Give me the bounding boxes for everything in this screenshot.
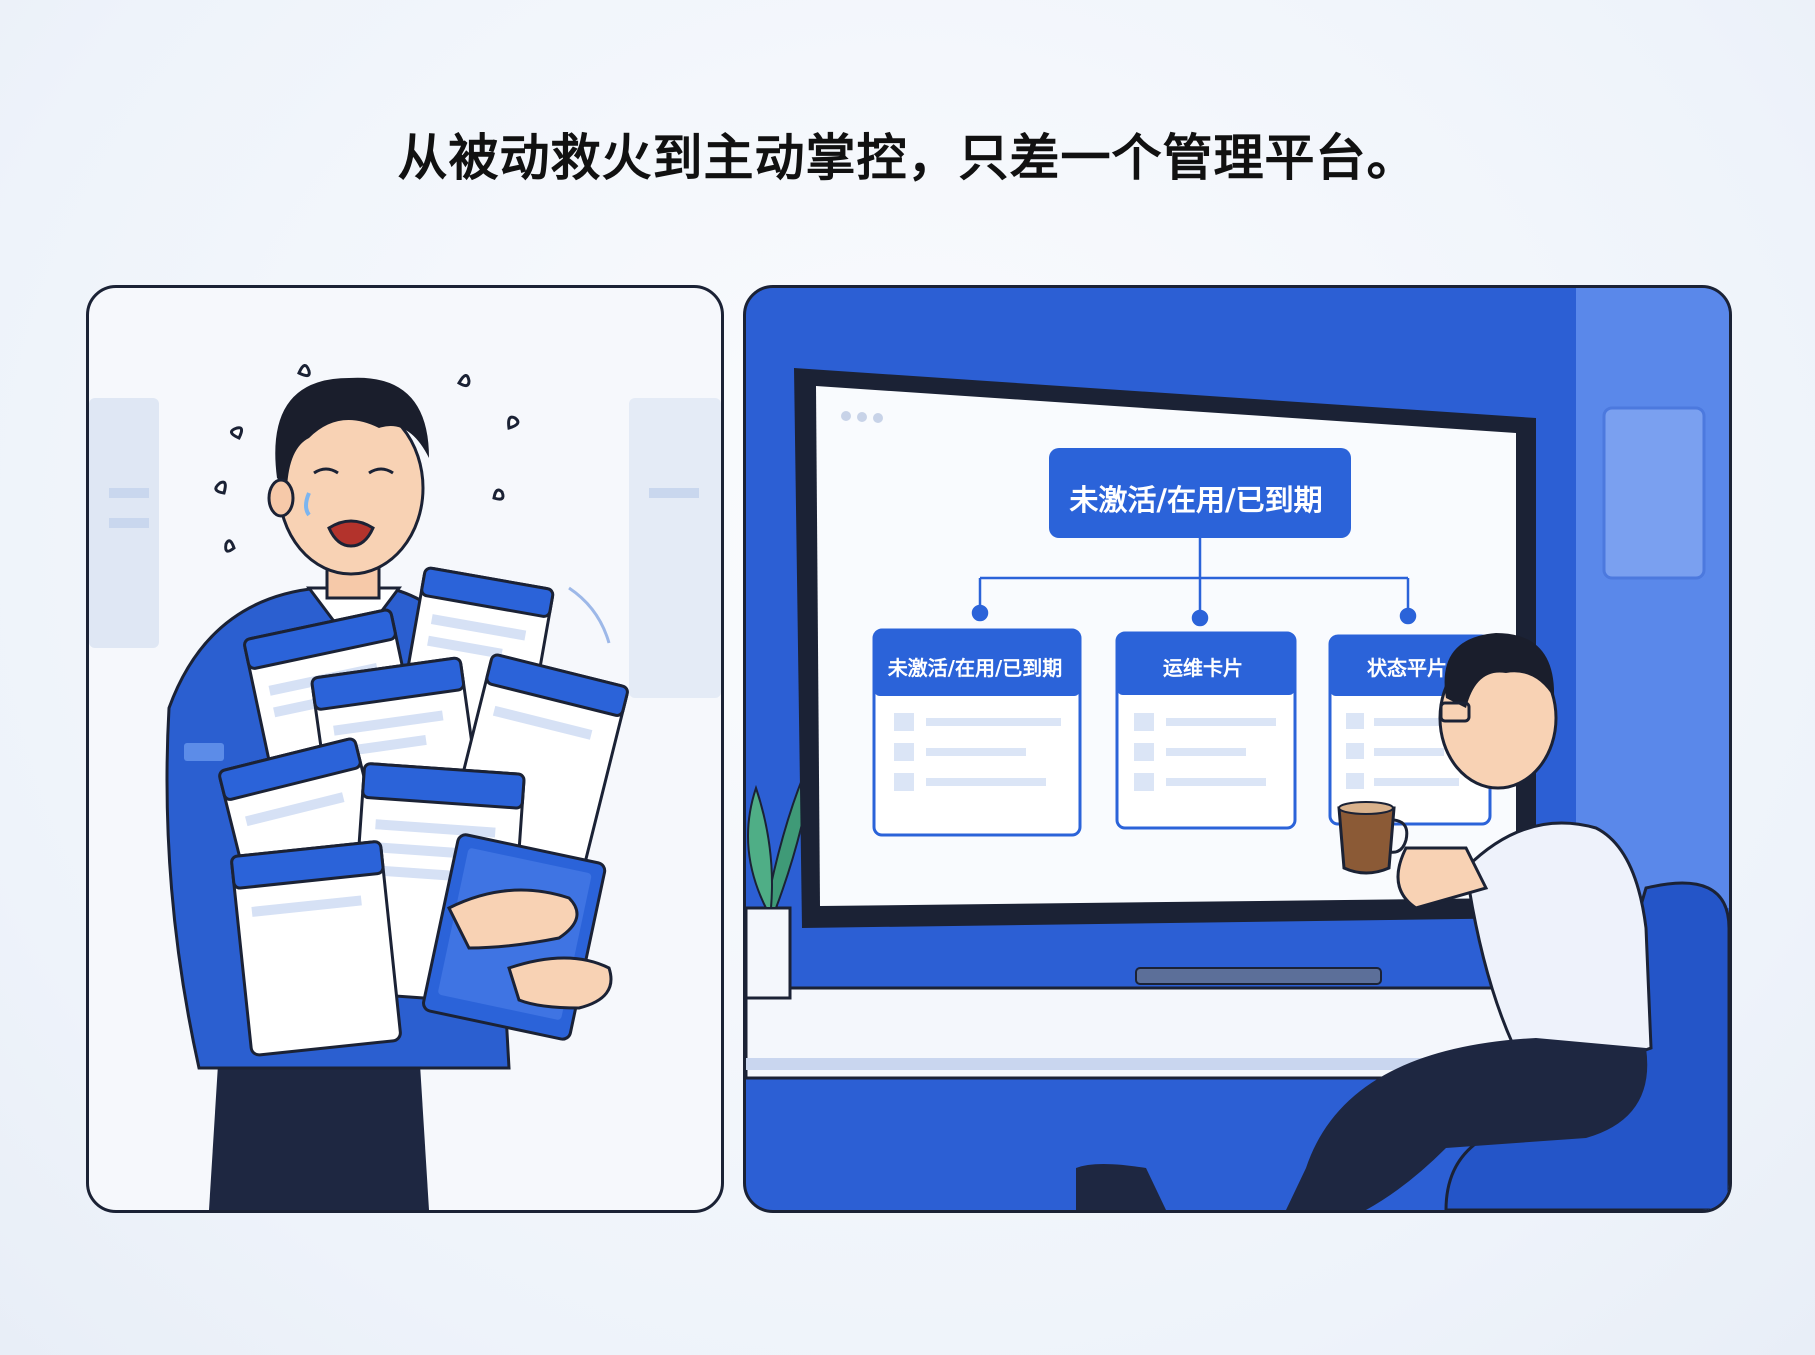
dashboard-card-3-title: 状态平片 (1367, 656, 1447, 680)
bg-window (1576, 288, 1729, 908)
hand-left (446, 888, 579, 950)
dashboard-card-1 (872, 628, 1082, 837)
dashboard-card-2 (1115, 631, 1297, 830)
worker-hair (275, 377, 429, 488)
dashboard-scene-illustration (746, 288, 1729, 1210)
tree-connectors (971, 538, 1417, 627)
left-panel-stressed-worker (86, 285, 724, 1213)
jacket-patch (184, 743, 224, 761)
card-pile (218, 566, 629, 1057)
page-title: 从被动救火到主动掌控，只差一个管理平台。 (397, 129, 1418, 187)
right-panel-dashboard-scene (743, 285, 1732, 1213)
coffee-cup-icon (1337, 801, 1409, 875)
root-node-box (1049, 448, 1351, 538)
bg-window-right (629, 398, 721, 698)
dashboard-card-1-title: 未激活/在用/已到期 (887, 656, 1063, 680)
root-node-label: 未激活/在用/已到期 (1069, 483, 1323, 517)
sweat-drops (214, 364, 520, 553)
stressed-worker-illustration (89, 364, 721, 1210)
keyboard (1135, 967, 1382, 985)
pants (209, 1048, 429, 1210)
dashboard-card-2-title: 运维卡片 (1163, 656, 1243, 680)
relaxed-person (1076, 633, 1653, 1210)
hand-right (507, 956, 613, 1010)
